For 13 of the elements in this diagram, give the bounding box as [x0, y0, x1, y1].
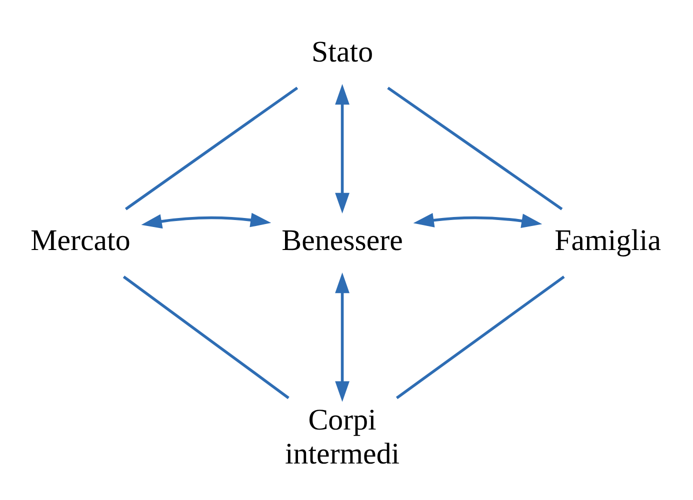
node-text: Mercato — [30, 224, 130, 257]
node-text: Corpi intermedi — [284, 403, 400, 470]
arrow — [413, 212, 542, 228]
connector — [387, 86, 563, 210]
arrow — [335, 272, 350, 402]
node-text: Benessere — [282, 224, 403, 257]
connector — [124, 86, 298, 210]
node-text: Famiglia — [554, 224, 662, 257]
arrow — [335, 84, 350, 213]
node-text: Stato — [312, 34, 374, 68]
arrow — [141, 212, 272, 228]
connector — [396, 275, 565, 399]
connector — [122, 275, 290, 399]
